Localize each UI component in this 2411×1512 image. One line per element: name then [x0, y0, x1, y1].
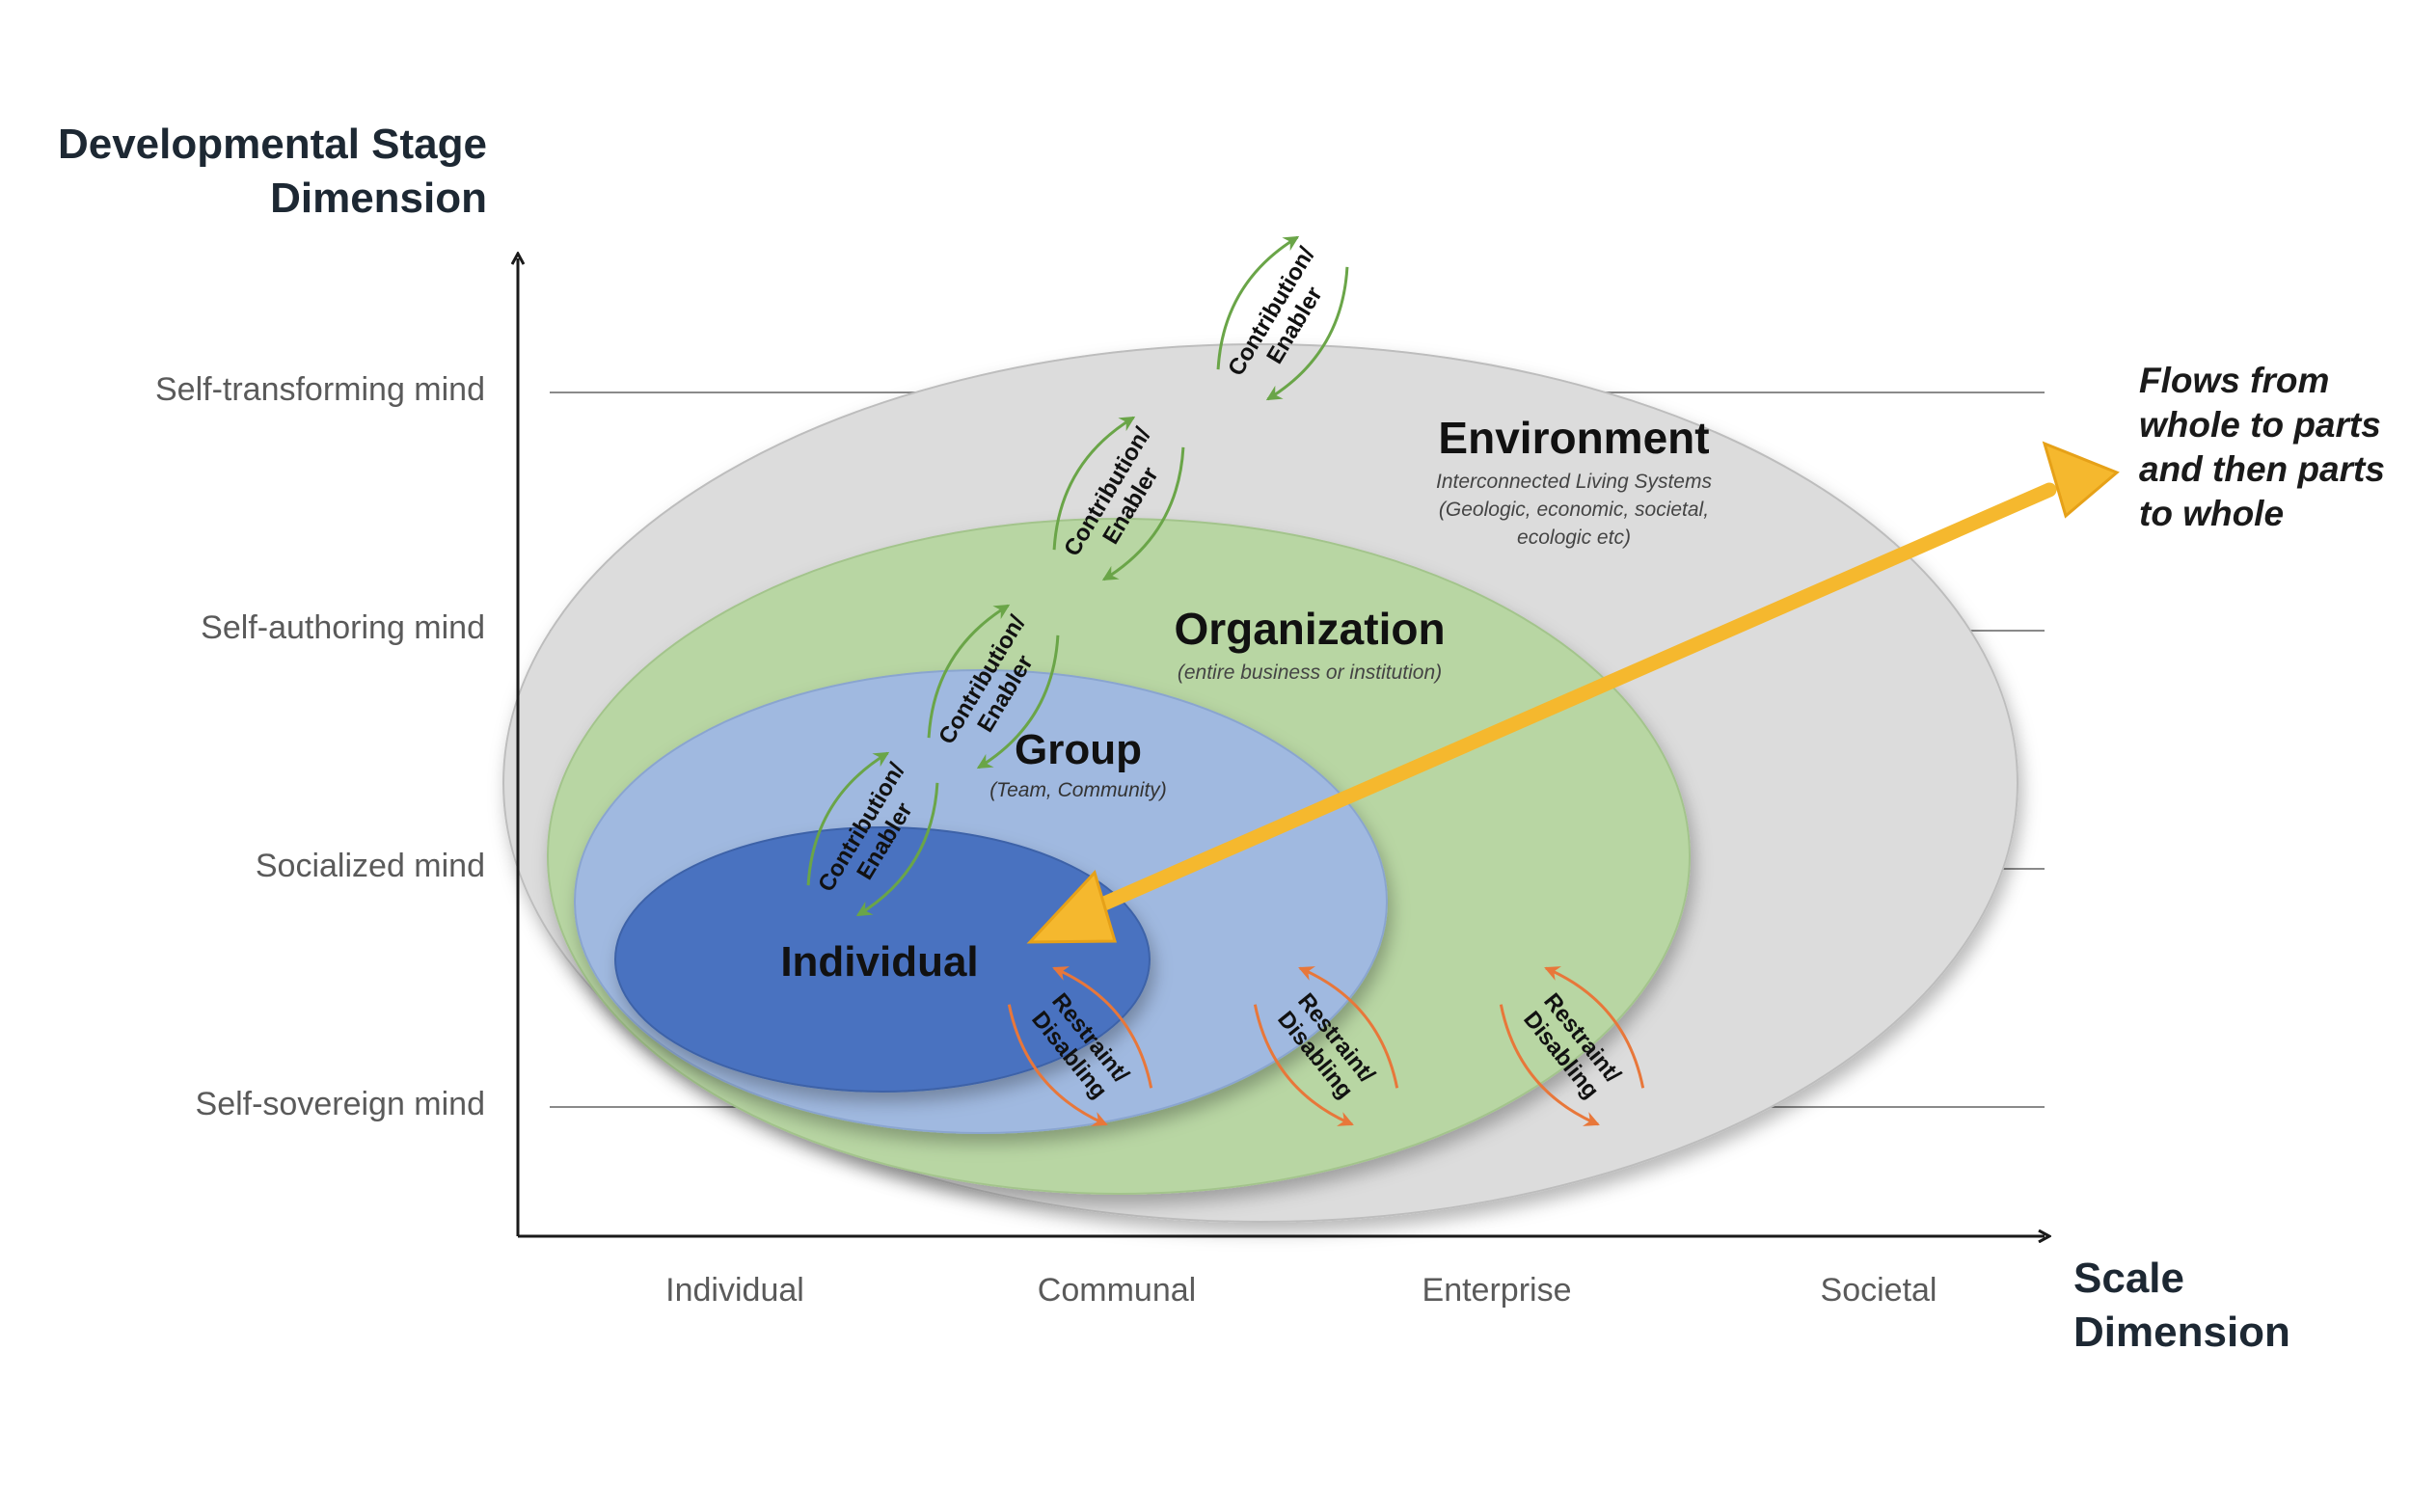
environment-subtitle-2: (Geologic, economic, societal,: [1439, 499, 1709, 521]
flows-note-line4: to whole: [2139, 494, 2285, 533]
flows-note-line2: whole to parts: [2139, 405, 2381, 445]
organization-subtitle: (entire business or institution): [1178, 662, 1442, 684]
organization-title: Organization: [1174, 604, 1445, 654]
scale-enterprise: Enterprise: [1422, 1272, 1572, 1309]
environment-subtitle-3: ecologic etc): [1517, 526, 1631, 549]
group-title: Group: [1015, 726, 1142, 773]
group-subtitle: (Team, Community): [989, 779, 1167, 801]
x-axis-title: Scale Dimension: [2073, 1252, 2290, 1360]
level-self-authoring: Self-authoring mind: [201, 609, 485, 646]
environment-subtitle-1: Interconnected Living Systems: [1436, 471, 1712, 493]
y-axis-title-line1: Developmental Stage: [57, 121, 487, 168]
flow-arrow: [1026, 441, 2120, 944]
scale-communal: Communal: [1037, 1272, 1197, 1309]
flows-note: Flows from whole to parts and then parts…: [2139, 359, 2385, 536]
environment-title: Environment: [1438, 413, 1709, 463]
x-axis-title-line1: Scale: [2073, 1255, 2184, 1302]
level-self-sovereign: Self-sovereign mind: [195, 1086, 485, 1122]
flows-note-line3: and then parts: [2139, 449, 2385, 489]
level-socialized: Socialized mind: [255, 848, 485, 884]
x-axis-title-line2: Dimension: [2073, 1309, 2290, 1356]
scale-individual: Individual: [665, 1272, 804, 1309]
scale-societal: Societal: [1820, 1272, 1937, 1309]
level-self-transforming: Self-transforming mind: [154, 371, 485, 408]
individual-title: Individual: [780, 938, 978, 986]
flows-note-line1: Flows from: [2139, 361, 2330, 400]
y-axis-title: Developmental Stage Dimension: [58, 118, 487, 226]
y-axis-title-line2: Dimension: [270, 175, 487, 222]
